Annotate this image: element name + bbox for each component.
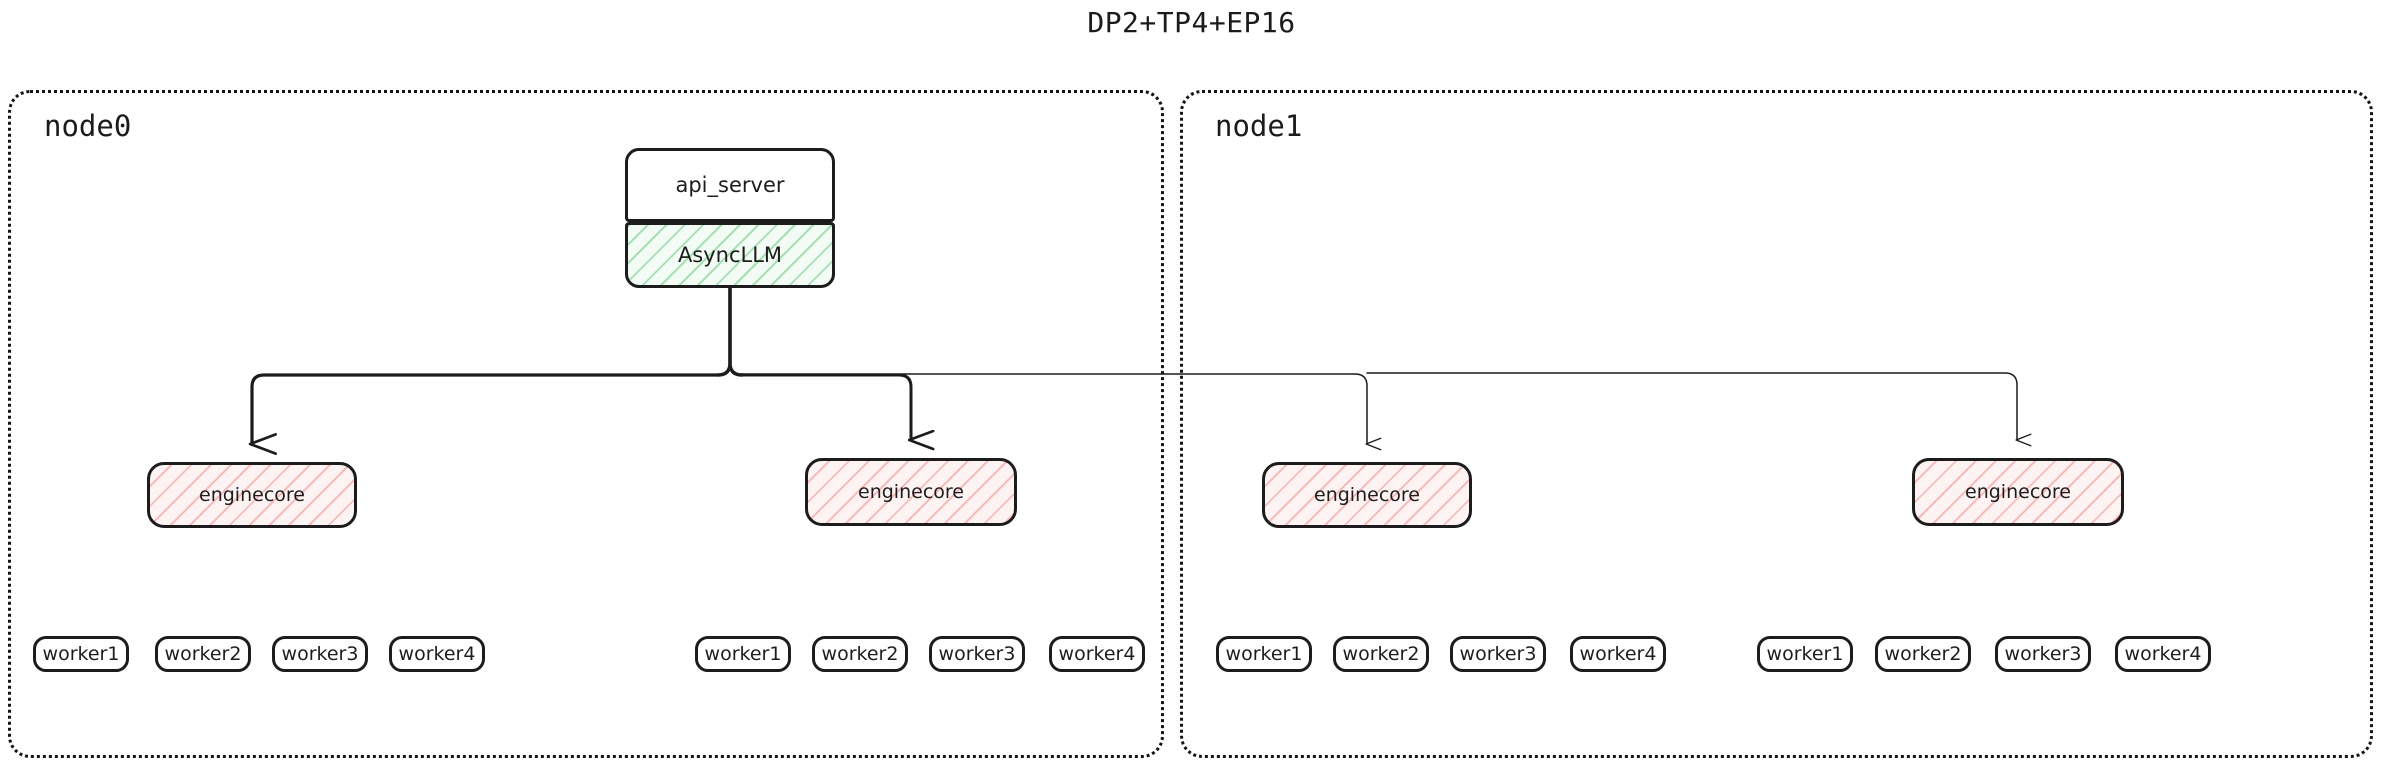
- api-server-label: api_server: [675, 173, 785, 197]
- worker-label: worker2: [1884, 643, 1962, 665]
- node-label-node1: node1: [1215, 109, 1303, 143]
- worker-box[interactable]: worker4: [389, 636, 485, 672]
- enginecore-label: enginecore: [1314, 484, 1420, 506]
- page-title: DP2+TP4+EP16: [1087, 6, 1296, 39]
- worker-label: worker4: [1058, 643, 1136, 665]
- worker-box[interactable]: worker3: [272, 636, 368, 672]
- worker-label: worker1: [42, 643, 120, 665]
- worker-box[interactable]: worker2: [812, 636, 908, 672]
- worker-label: worker3: [281, 643, 359, 665]
- enginecore-box[interactable]: enginecore: [1262, 462, 1472, 528]
- worker-box[interactable]: worker3: [1450, 636, 1546, 672]
- worker-box[interactable]: worker4: [2115, 636, 2211, 672]
- worker-label: worker1: [704, 643, 782, 665]
- worker-label: worker3: [938, 643, 1016, 665]
- enginecore-label: enginecore: [858, 481, 964, 503]
- worker-label: worker1: [1766, 643, 1844, 665]
- worker-box[interactable]: worker1: [1216, 636, 1312, 672]
- worker-box[interactable]: worker3: [1995, 636, 2091, 672]
- worker-box[interactable]: worker2: [1875, 636, 1971, 672]
- worker-label: worker4: [398, 643, 476, 665]
- node-label-node0: node0: [44, 109, 132, 143]
- enginecore-label: enginecore: [1965, 481, 2071, 503]
- worker-box[interactable]: worker1: [33, 636, 129, 672]
- enginecore-box[interactable]: enginecore: [805, 458, 1017, 526]
- worker-label: worker2: [821, 643, 899, 665]
- worker-box[interactable]: worker2: [1333, 636, 1429, 672]
- worker-label: worker1: [1225, 643, 1303, 665]
- worker-label: worker2: [1342, 643, 1420, 665]
- api-server-box[interactable]: api_server: [625, 148, 835, 222]
- worker-label: worker2: [164, 643, 242, 665]
- node-container-node1: [1180, 90, 2373, 758]
- worker-label: worker4: [1579, 643, 1657, 665]
- worker-box[interactable]: worker2: [155, 636, 251, 672]
- enginecore-box[interactable]: enginecore: [1912, 458, 2124, 526]
- worker-box[interactable]: worker4: [1570, 636, 1666, 672]
- enginecore-box[interactable]: enginecore: [147, 462, 357, 528]
- worker-box[interactable]: worker3: [929, 636, 1025, 672]
- node-container-node0: [8, 90, 1164, 758]
- worker-box[interactable]: worker1: [1757, 636, 1853, 672]
- worker-box[interactable]: worker1: [695, 636, 791, 672]
- enginecore-label: enginecore: [199, 484, 305, 506]
- worker-label: worker3: [2004, 643, 2082, 665]
- worker-label: worker4: [2124, 643, 2202, 665]
- worker-box[interactable]: worker4: [1049, 636, 1145, 672]
- worker-label: worker3: [1459, 643, 1537, 665]
- asyncllm-box[interactable]: AsyncLLM: [625, 222, 835, 288]
- asyncllm-label: AsyncLLM: [677, 243, 783, 267]
